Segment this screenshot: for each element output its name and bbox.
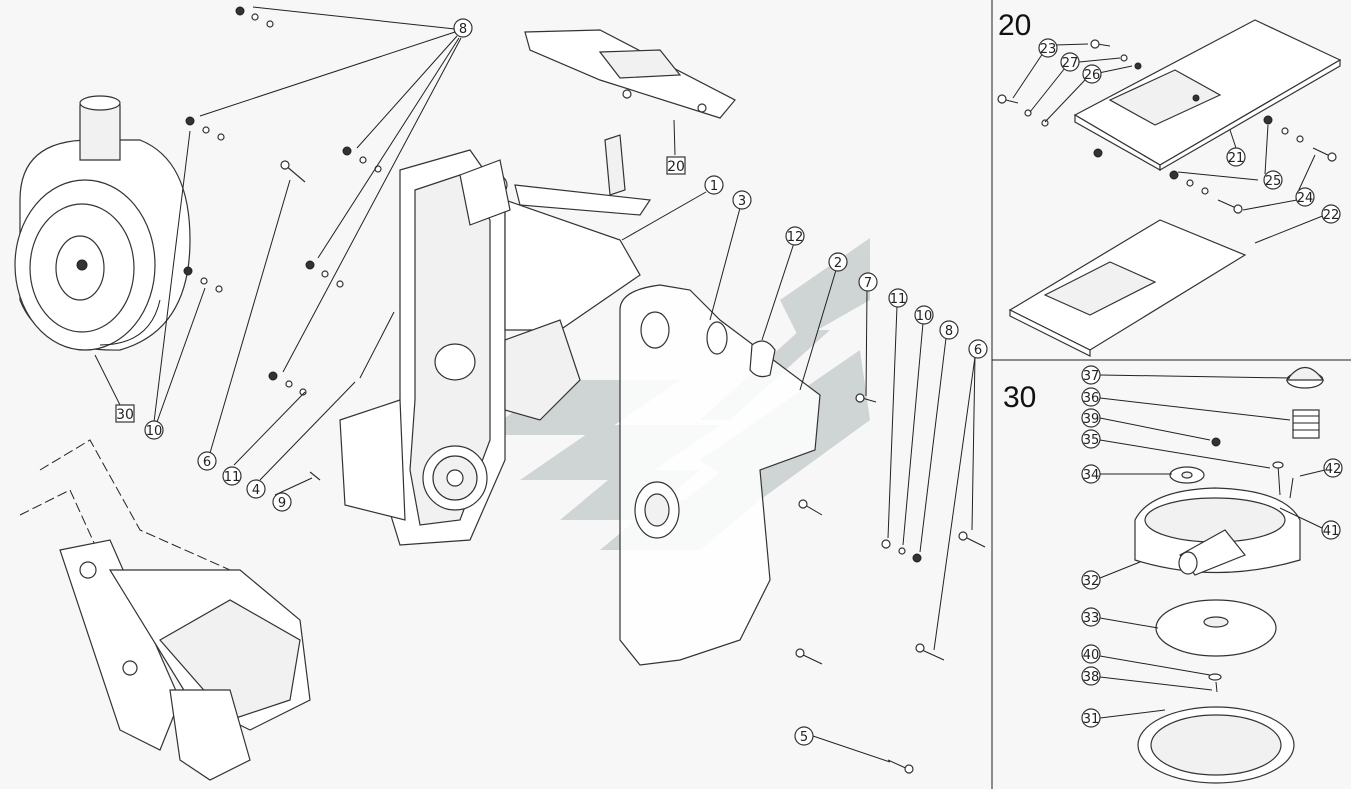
callout-27: 27 xyxy=(1060,52,1080,72)
hardware-fasteners xyxy=(183,6,986,774)
callout-number: 9 xyxy=(278,496,286,511)
callout-31: 31 xyxy=(1081,708,1101,728)
callout-number: 20 xyxy=(667,159,685,175)
callout-number: 21 xyxy=(1228,151,1245,166)
callout-number: 31 xyxy=(1083,712,1100,727)
callout-number: 39 xyxy=(1083,412,1100,427)
callout-number: 30 xyxy=(116,407,134,423)
clip-part xyxy=(749,340,776,378)
callout-number: 10 xyxy=(146,424,163,439)
callout-number: 26 xyxy=(1084,68,1101,83)
callout-34: 34 xyxy=(1081,464,1101,484)
callout-5: 5 xyxy=(794,726,814,746)
inset-20: 20 23 27 26 21 25 xyxy=(997,9,1342,357)
callout-42: 42 xyxy=(1323,458,1343,478)
callout-number: 5 xyxy=(800,730,808,745)
callouts: 1 2 3 4 5 6 6 7 8 8 9 10 10 11 11 12 20 … xyxy=(115,18,988,746)
callout-number: 36 xyxy=(1083,391,1100,406)
callout-25: 25 xyxy=(1263,170,1283,190)
callout-26: 26 xyxy=(1082,64,1102,84)
callout-number: 41 xyxy=(1323,524,1340,539)
inset-30-title: 30 xyxy=(1003,381,1036,414)
callout-32: 32 xyxy=(1081,570,1101,590)
side-cover-part xyxy=(619,284,821,666)
callout-number: 7 xyxy=(864,276,872,291)
callout-40: 40 xyxy=(1081,644,1101,664)
callout-number: 2 xyxy=(834,256,842,271)
callout-number: 10 xyxy=(916,309,933,324)
callout-number: 8 xyxy=(459,22,467,37)
callout-36: 36 xyxy=(1081,387,1101,407)
callout-39: 39 xyxy=(1081,408,1101,428)
callout-37: 37 xyxy=(1081,365,1101,385)
callout-number: 3 xyxy=(738,194,746,209)
callout-number: 8 xyxy=(945,324,953,339)
callout-11b: 11 xyxy=(888,288,908,308)
callout-24: 24 xyxy=(1295,187,1315,207)
callout-38: 38 xyxy=(1081,666,1101,686)
callout-6b: 6 xyxy=(968,339,988,359)
callout-number: 38 xyxy=(1083,670,1100,685)
callout-2: 2 xyxy=(828,252,848,272)
callout-number: 12 xyxy=(787,230,804,245)
inset-panels-frame xyxy=(991,0,1351,789)
boxed-label-20: 20 xyxy=(666,156,686,175)
callout-33: 33 xyxy=(1081,607,1101,627)
main-frame-part xyxy=(339,134,652,546)
leader-lines xyxy=(94,6,976,763)
callout-12: 12 xyxy=(785,226,805,246)
callout-number: 6 xyxy=(203,455,211,470)
callout-41: 41 xyxy=(1321,520,1341,540)
callout-22: 22 xyxy=(1321,204,1341,224)
inset-30: 30 xyxy=(1003,365,1343,784)
callout-8b: 8 xyxy=(939,320,959,340)
inset-20-title: 20 xyxy=(998,9,1031,42)
callout-number: 35 xyxy=(1083,433,1100,448)
callout-number: 6 xyxy=(974,343,982,358)
callout-3: 3 xyxy=(732,190,752,210)
callout-number: 32 xyxy=(1083,574,1100,589)
callout-number: 1 xyxy=(710,179,718,194)
callout-11a: 11 xyxy=(222,466,242,486)
callout-1: 1 xyxy=(704,175,724,195)
callout-9: 9 xyxy=(272,492,292,512)
boxed-label-30: 30 xyxy=(115,404,135,423)
seal-ring-part xyxy=(706,321,728,355)
callout-number: 23 xyxy=(1040,42,1057,57)
callout-number: 40 xyxy=(1083,648,1100,663)
callout-number: 34 xyxy=(1083,468,1100,483)
callout-number: 24 xyxy=(1297,191,1314,206)
callout-number: 4 xyxy=(252,483,260,498)
callout-21: 21 xyxy=(1226,147,1246,167)
callout-number: 42 xyxy=(1325,462,1342,477)
callout-10b: 10 xyxy=(914,305,934,325)
callout-number: 25 xyxy=(1265,174,1282,189)
callout-number: 37 xyxy=(1083,369,1100,384)
callout-35: 35 xyxy=(1081,429,1101,449)
callout-6a: 6 xyxy=(197,451,217,471)
callout-8a: 8 xyxy=(453,18,473,38)
callout-number: 11 xyxy=(890,292,907,307)
callout-10a: 10 xyxy=(144,420,164,440)
callout-23: 23 xyxy=(1038,38,1058,58)
top-cover-plate-part xyxy=(524,29,736,119)
planter-assembly-overview xyxy=(19,439,311,781)
callout-number: 33 xyxy=(1083,611,1100,626)
callout-4: 4 xyxy=(246,479,266,499)
callout-number: 27 xyxy=(1062,56,1079,71)
callout-number: 22 xyxy=(1323,208,1340,223)
callout-number: 11 xyxy=(224,470,241,485)
seed-disc-housing-part xyxy=(14,95,191,351)
callout-7: 7 xyxy=(858,272,878,292)
